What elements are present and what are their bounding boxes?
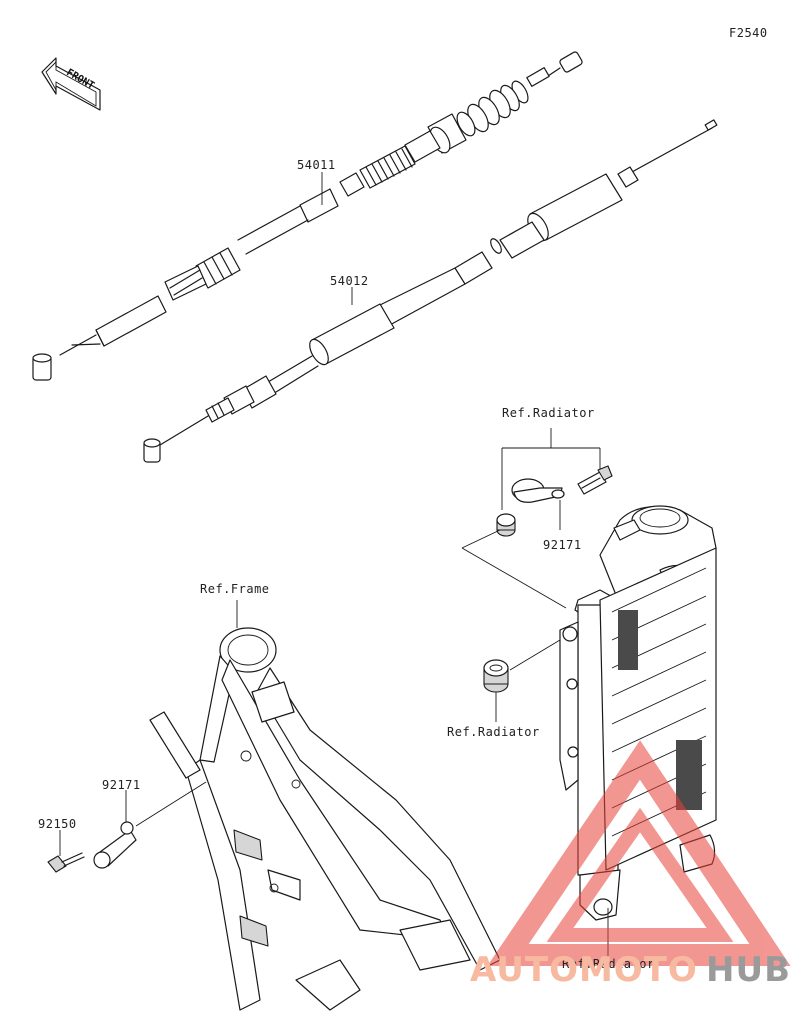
cable-clamp-top [511,478,565,503]
figure-code: F2540 [729,26,768,40]
grommet-mid [483,659,509,693]
watermark-text-2: HUB [706,950,791,990]
bolt-left [47,852,85,873]
frame [149,627,501,1011]
watermark-logo [487,740,791,966]
ref-frame-label[interactable]: Ref.Frame [200,582,270,596]
part-92171-left-label[interactable]: 92171 [102,778,141,792]
leader-grommet [461,547,567,609]
cable-clamp-left [93,821,137,869]
front-arrow-icon [41,57,101,111]
bolt-top [577,465,613,495]
throttle-cable [143,119,718,463]
clutch-cable [32,51,583,381]
ref-radiator-top-label[interactable]: Ref.Radiator [502,406,595,420]
part-92150-label[interactable]: 92150 [38,817,77,831]
part-54011-label[interactable]: 54011 [297,158,336,172]
ref-radiator-mid-label[interactable]: Ref.Radiator [447,725,540,739]
radiator-ref-bracket [501,428,601,510]
ref-radiator-bottom-label[interactable]: Ref.Radiator [562,957,655,971]
part-54012-label[interactable]: 54012 [330,274,369,288]
watermark-text-1: AUTOMOTO [470,950,698,990]
grommet-top [496,513,516,537]
part-92171-top-label[interactable]: 92171 [543,538,582,552]
